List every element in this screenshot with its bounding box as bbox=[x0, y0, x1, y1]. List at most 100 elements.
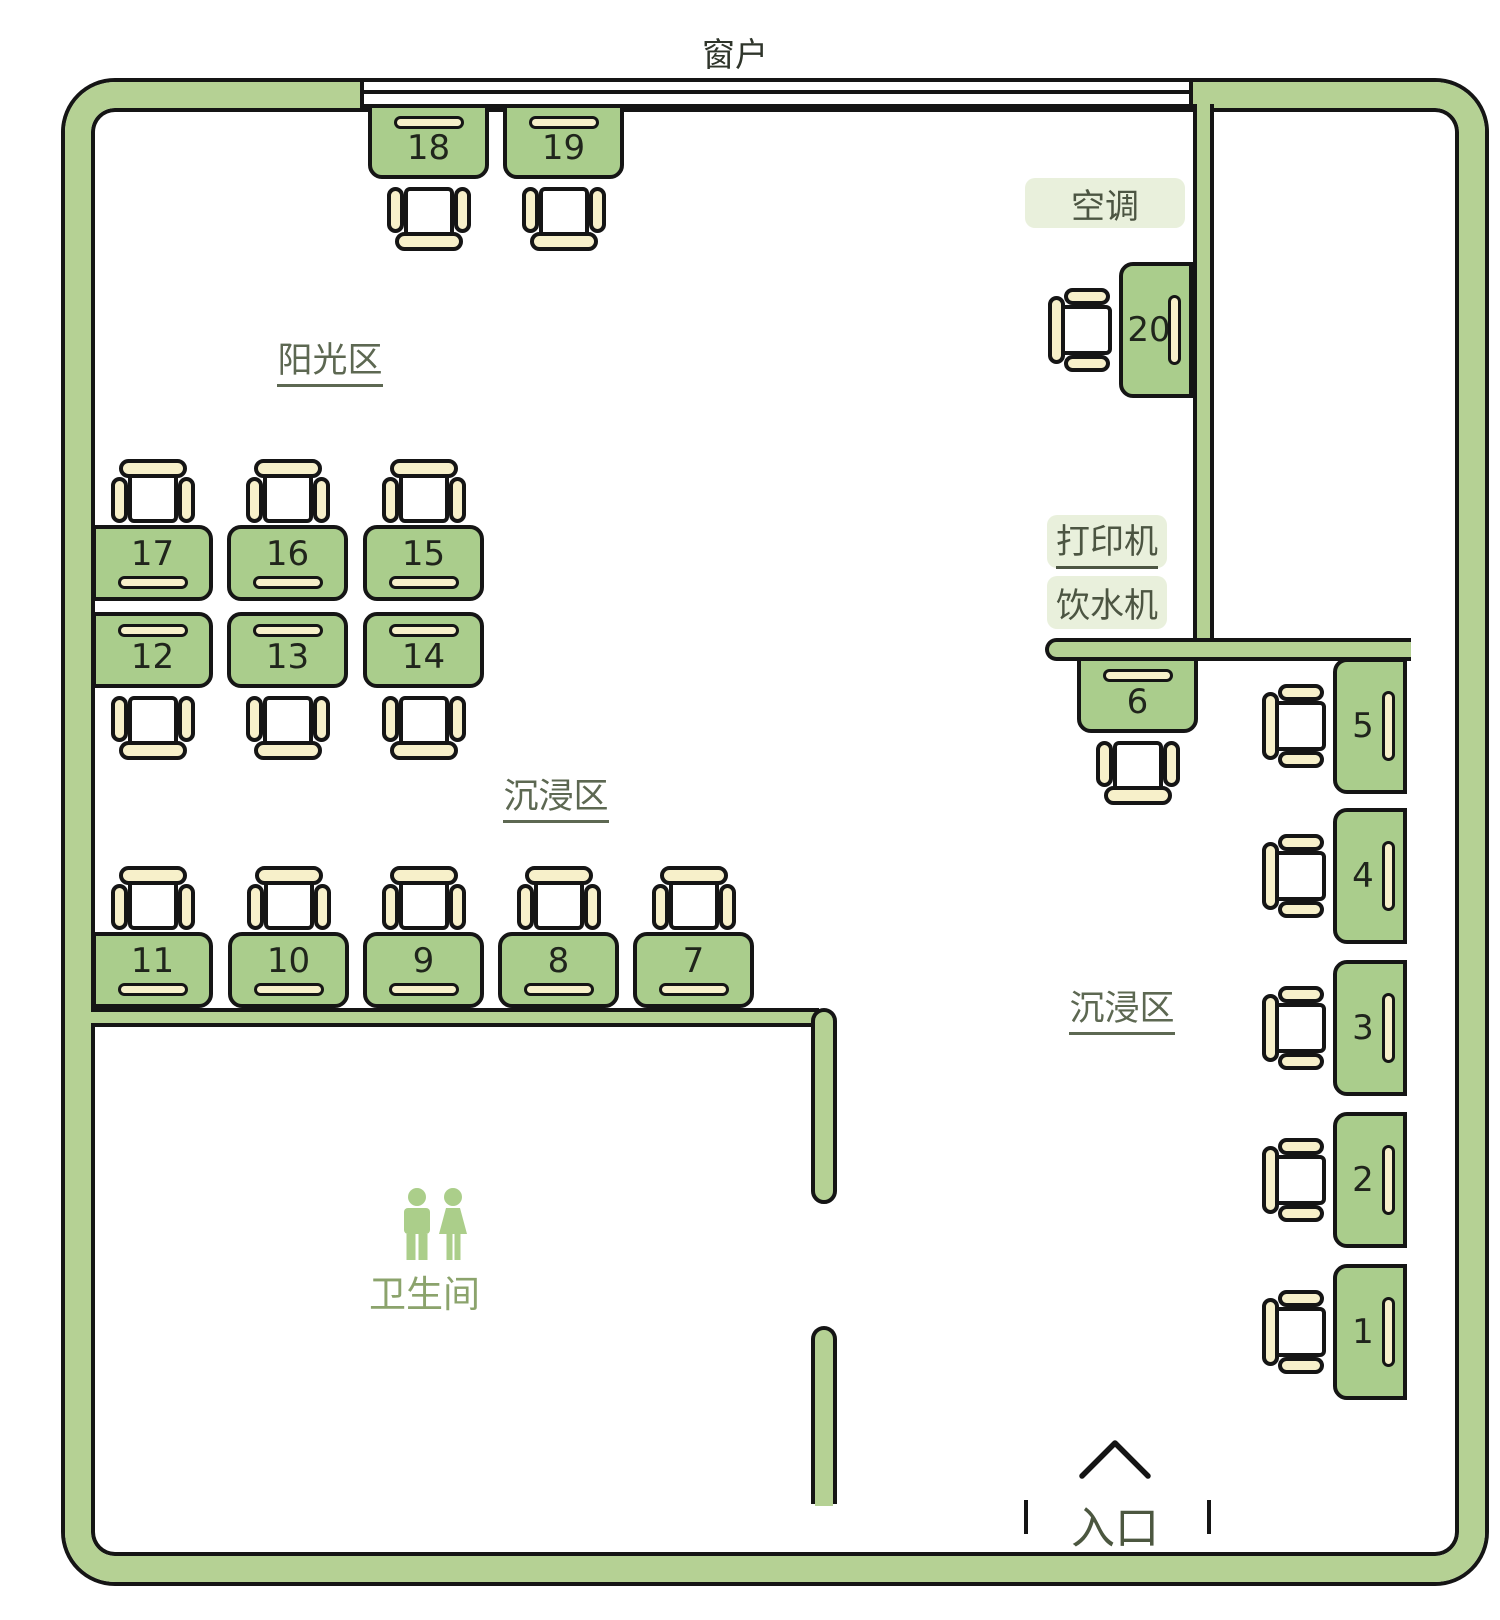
desk-4[interactable]: 4 bbox=[1333, 808, 1407, 944]
chair-2 bbox=[1262, 1138, 1326, 1222]
chair-backrest bbox=[524, 866, 593, 885]
chair-backrest bbox=[1262, 842, 1279, 910]
window-label: 窗户 bbox=[702, 35, 768, 74]
desk-number: 20 bbox=[1127, 310, 1171, 350]
desk-15[interactable]: 15 bbox=[363, 525, 484, 601]
chair-backrest bbox=[1262, 1298, 1279, 1366]
chair-armrest bbox=[1278, 1053, 1324, 1070]
monitor-slot bbox=[1102, 669, 1173, 682]
chair-16 bbox=[245, 459, 330, 525]
desk-10[interactable]: 10 bbox=[228, 932, 349, 1008]
chair-backrest bbox=[529, 232, 598, 251]
desk-number: 16 bbox=[265, 534, 310, 574]
chair-armrest bbox=[1278, 901, 1324, 918]
chair-armrest bbox=[448, 696, 466, 742]
chair-backrest bbox=[1103, 786, 1172, 805]
monitor-slot bbox=[528, 116, 599, 129]
desk-20[interactable]: 20 bbox=[1119, 262, 1193, 398]
desk-8[interactable]: 8 bbox=[498, 932, 619, 1008]
monitor-slot bbox=[393, 116, 464, 129]
restroom-icons bbox=[403, 1188, 469, 1266]
chair-backrest bbox=[389, 459, 458, 478]
chair-backrest bbox=[253, 459, 322, 478]
monitor-slot bbox=[388, 983, 459, 996]
water-dispenser-label: 饮水机 bbox=[1047, 576, 1167, 629]
chair-backrest bbox=[389, 866, 458, 885]
chair-8 bbox=[516, 866, 601, 932]
restroom-wall-joint bbox=[815, 1498, 833, 1506]
chair-armrest bbox=[245, 477, 263, 523]
monitor-slot bbox=[117, 983, 188, 996]
chair-seat bbox=[1272, 851, 1326, 901]
monitor-slot bbox=[1382, 993, 1395, 1063]
water-dispenser-label-text: 饮水机 bbox=[1056, 586, 1158, 626]
chair-armrest bbox=[1162, 741, 1180, 787]
desk-19[interactable]: 19 bbox=[503, 104, 624, 179]
chair-armrest bbox=[110, 884, 128, 930]
chair-seat bbox=[533, 876, 584, 930]
chair-seat bbox=[1272, 1155, 1326, 1205]
desk-13[interactable]: 13 bbox=[227, 612, 348, 688]
chair-backrest bbox=[389, 741, 458, 760]
monitor-slot bbox=[388, 576, 459, 589]
desk-14[interactable]: 14 bbox=[363, 612, 484, 688]
monitor-slot bbox=[253, 983, 324, 996]
chair-20 bbox=[1048, 288, 1112, 372]
desk-12[interactable]: 12 bbox=[92, 612, 213, 688]
desk-11[interactable]: 11 bbox=[92, 932, 213, 1008]
desk-number: 18 bbox=[406, 128, 451, 168]
chair-12 bbox=[110, 694, 195, 760]
desk-number: 6 bbox=[1126, 682, 1149, 722]
chair-armrest bbox=[177, 477, 195, 523]
desk-16[interactable]: 16 bbox=[227, 525, 348, 601]
desk-number: 8 bbox=[547, 941, 570, 981]
restroom-wall-upper bbox=[811, 1008, 837, 1204]
chair-armrest bbox=[1278, 684, 1324, 701]
chair-3 bbox=[1262, 986, 1326, 1070]
chair-seat bbox=[127, 469, 178, 523]
chair-backrest bbox=[1262, 1146, 1279, 1214]
entrance-gap bbox=[1028, 1496, 1207, 1538]
chair-armrest bbox=[1095, 741, 1113, 787]
chair-armrest bbox=[110, 696, 128, 742]
chair-14 bbox=[381, 694, 466, 760]
chair-18 bbox=[386, 185, 471, 251]
restroom-wall-horizontal bbox=[91, 1008, 819, 1027]
female-icon bbox=[439, 1188, 467, 1260]
chair-seat bbox=[398, 469, 449, 523]
desk-number: 5 bbox=[1352, 706, 1374, 746]
monitor-slot bbox=[1382, 691, 1395, 761]
chair-armrest bbox=[1278, 1357, 1324, 1374]
monitor-slot bbox=[1382, 841, 1395, 911]
entrance-label: 入口 bbox=[1071, 1503, 1159, 1554]
desk-6[interactable]: 6 bbox=[1077, 657, 1198, 733]
restroom-label: 卫生间 bbox=[369, 1273, 480, 1316]
desk-2[interactable]: 2 bbox=[1333, 1112, 1407, 1248]
desk-number: 12 bbox=[130, 637, 175, 677]
zone-label-sunny: 阳光区 bbox=[250, 332, 410, 387]
chair-15 bbox=[381, 459, 466, 525]
desk-number: 11 bbox=[130, 941, 175, 981]
desk-17[interactable]: 17 bbox=[92, 525, 213, 601]
desk-7[interactable]: 7 bbox=[633, 932, 754, 1008]
inner-wall-vertical bbox=[1193, 104, 1214, 638]
chair-backrest bbox=[254, 866, 323, 885]
monitor-slot bbox=[523, 983, 594, 996]
chair-10 bbox=[246, 866, 331, 932]
chair-armrest bbox=[386, 187, 404, 233]
entrance-chevron-icon bbox=[1078, 1438, 1152, 1484]
desk-number: 15 bbox=[401, 534, 446, 574]
chair-armrest bbox=[718, 884, 736, 930]
monitor-slot bbox=[658, 983, 729, 996]
desk-9[interactable]: 9 bbox=[363, 932, 484, 1008]
chair-armrest bbox=[1278, 986, 1324, 1003]
desk-3[interactable]: 3 bbox=[1333, 960, 1407, 1096]
chair-armrest bbox=[1064, 355, 1110, 372]
desk-number: 13 bbox=[265, 637, 310, 677]
printer-label: 打印机 bbox=[1047, 515, 1167, 569]
desk-5[interactable]: 5 bbox=[1333, 658, 1407, 794]
desk-1[interactable]: 1 bbox=[1333, 1264, 1407, 1400]
monitor-slot bbox=[1168, 295, 1181, 365]
desk-18[interactable]: 18 bbox=[368, 104, 489, 179]
monitor-slot bbox=[388, 624, 459, 637]
